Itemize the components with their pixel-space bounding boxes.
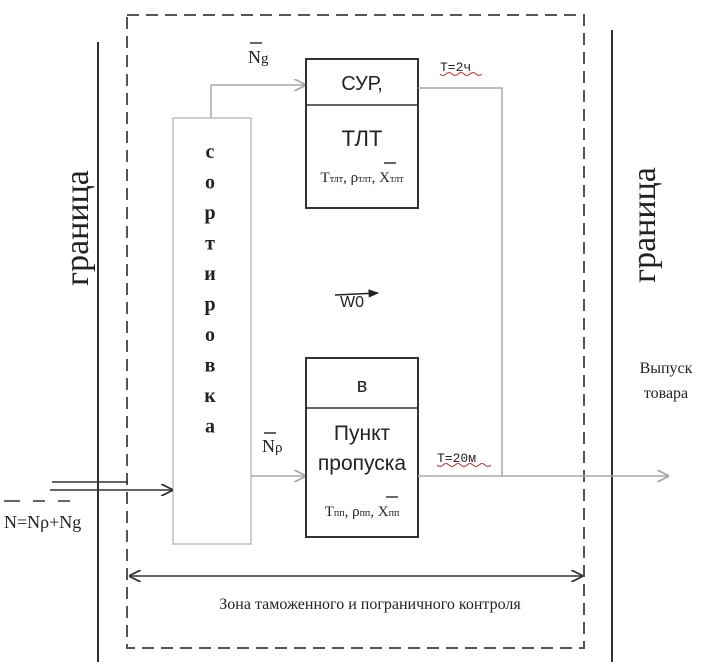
checkpoint-time-label: T=20м — [437, 451, 476, 466]
sorting-letter: о — [205, 172, 215, 194]
sorting-letter: т — [205, 233, 215, 255]
sorting-letter: к — [204, 385, 216, 407]
ng-label: Ng — [248, 47, 269, 67]
w0-vector-arrow — [334, 289, 380, 298]
flow-tlt-out — [418, 87, 503, 476]
checkpoint-block — [305, 357, 419, 538]
checkpoint-params: Тпп, ρпп, Xпп — [325, 504, 400, 520]
sorting-block — [172, 117, 252, 545]
tlt-params: Ттлт, ρтлт, Xтлт — [321, 170, 405, 186]
checkpoint-header: в — [357, 375, 368, 397]
tlt-block — [305, 58, 419, 209]
sorting-letter: р — [204, 294, 215, 316]
zone-label: Зона таможенного и пограничного контроля — [219, 596, 521, 613]
sorting-letter: и — [204, 263, 216, 285]
sorting-letter: о — [205, 324, 215, 346]
checkpoint-time-underline — [436, 463, 492, 467]
input-formula: N=Nρ+Ng — [4, 512, 81, 532]
control-zone-frame — [126, 14, 585, 649]
checkpoint-title-line2: пропуска — [318, 452, 407, 475]
np-label: Nρ — [262, 436, 283, 456]
tlt-time-label: T=2ч — [440, 60, 471, 75]
output-label-line2: товара — [644, 385, 688, 402]
sorting-letter: а — [205, 416, 215, 438]
sorting-letter: в — [205, 355, 216, 377]
checkpoint-title-line1: Пункт — [334, 422, 391, 445]
output-label-line1: Выпуск — [640, 360, 693, 377]
sorting-letter: с — [206, 141, 215, 163]
tlt-header: СУР, — [341, 73, 383, 95]
sorting-letter: р — [204, 202, 215, 224]
flow-to-tlt — [210, 85, 305, 118]
right-border-label: граница — [626, 167, 663, 283]
tlt-time-underline — [439, 72, 483, 76]
left-border-label: граница — [59, 170, 96, 286]
w0-label: W0 — [340, 294, 364, 311]
tlt-title: ТЛТ — [342, 126, 383, 151]
